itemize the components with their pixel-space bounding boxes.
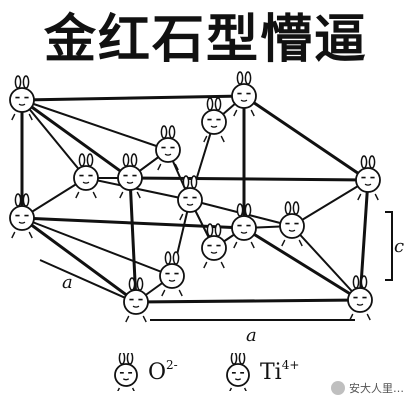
wechat-icon bbox=[331, 381, 345, 395]
legend-face-glyph bbox=[114, 353, 138, 391]
bond-line bbox=[85, 177, 191, 201]
oxide-ion-icon bbox=[114, 353, 138, 391]
oxide-ion bbox=[159, 251, 185, 297]
cell-edge bbox=[134, 298, 362, 304]
watermark: 安大人里… bbox=[331, 380, 404, 396]
cell-edge bbox=[242, 226, 362, 302]
bond-line bbox=[21, 217, 173, 277]
oxide-ion bbox=[201, 223, 227, 269]
legend-oxide: O2- bbox=[110, 352, 178, 392]
dimension-markers bbox=[39, 211, 393, 321]
ion-sites bbox=[9, 71, 381, 323]
corner-ion bbox=[123, 277, 149, 323]
corner-ion bbox=[117, 153, 143, 199]
legend-titanium-label: Ti4+ bbox=[260, 357, 300, 385]
cell-edge bbox=[128, 176, 370, 182]
titanium-ion-icon bbox=[226, 353, 250, 391]
bond-line bbox=[21, 99, 169, 151]
cell-edge bbox=[20, 98, 132, 180]
oxide-ion bbox=[73, 153, 99, 199]
legend-titanium: Ti4+ bbox=[222, 352, 299, 392]
corner-ion bbox=[347, 275, 373, 321]
cell-edge bbox=[20, 216, 138, 304]
oxide-ion bbox=[201, 97, 227, 143]
corner-ion bbox=[231, 203, 257, 249]
page-title: 金红石型懵逼 bbox=[43, 10, 368, 70]
bond-line bbox=[291, 225, 361, 301]
dimension-label-c: c bbox=[394, 236, 404, 257]
legend-oxide-label: O2- bbox=[148, 357, 178, 385]
bond-line bbox=[21, 99, 87, 179]
watermark-text: 安大人里… bbox=[349, 382, 404, 395]
bond-line bbox=[291, 179, 369, 227]
corner-ion bbox=[231, 71, 257, 117]
titanium-ion bbox=[177, 175, 203, 221]
corner-ion bbox=[355, 155, 381, 201]
oxide-ion bbox=[155, 125, 181, 171]
corner-ion bbox=[9, 75, 35, 121]
dimension-label-a-left: a bbox=[62, 272, 73, 293]
cell-edge bbox=[242, 94, 370, 182]
cell-edge bbox=[20, 94, 246, 102]
legend-face-glyph bbox=[226, 353, 250, 391]
dimension-label-a-bottom: a bbox=[246, 325, 257, 346]
oxide-ion bbox=[279, 201, 305, 247]
corner-ion bbox=[9, 193, 35, 239]
